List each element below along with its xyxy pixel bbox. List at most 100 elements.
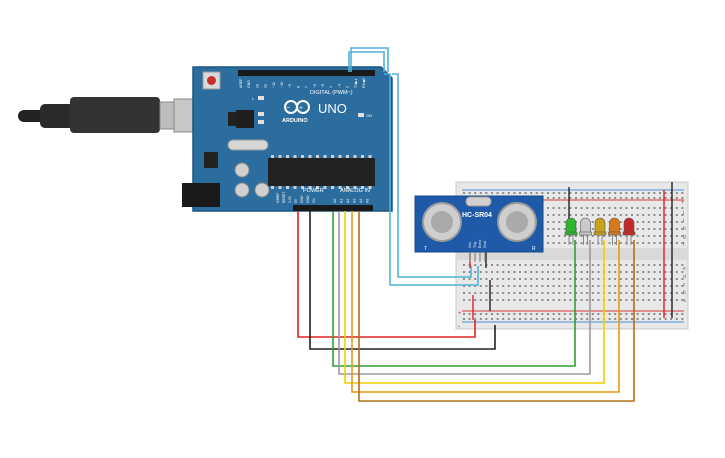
- breadboard-hole: [563, 299, 566, 301]
- breadboard-hole: [653, 214, 656, 216]
- breadboard-hole: [547, 242, 549, 244]
- breadboard-hole: [681, 278, 684, 280]
- usb-cable[interactable]: [18, 97, 203, 133]
- led-white[interactable]: [579, 217, 592, 245]
- breadboard-hole: [580, 264, 583, 266]
- breadboard-hole: [502, 292, 505, 294]
- breadboard-hole: [468, 313, 471, 315]
- breadboard-hole: [664, 285, 667, 287]
- wire-yellow-a2[interactable]: [344, 211, 605, 384]
- breadboard-hole: [591, 214, 594, 216]
- breadboard-hole: [619, 292, 622, 294]
- breadboard-hole: [608, 192, 611, 194]
- breadboard-hole: [547, 318, 549, 320]
- power-pin-label: GND: [300, 195, 304, 203]
- wire-red-5v[interactable]: [297, 211, 476, 338]
- sensor-transducer-right-inner: [506, 211, 528, 233]
- chip-pin: [338, 186, 342, 189]
- breadboard-hole: [659, 214, 661, 216]
- breadboard-hole: [547, 264, 549, 266]
- crystal: [227, 139, 269, 151]
- breadboard-hole: [575, 299, 577, 301]
- breadboard-hole: [496, 271, 499, 273]
- breadboard-hole: [479, 313, 482, 315]
- breadboard-hole: [496, 192, 499, 194]
- breadboard-hole: [541, 192, 544, 194]
- wire-cyan-echo[interactable]: [384, 73, 479, 286]
- row-letter: g: [683, 234, 686, 240]
- breadboard-hole: [519, 299, 521, 301]
- breadboard-hole: [614, 292, 617, 294]
- wire-cyan-loop-b[interactable]: [348, 51, 385, 72]
- breadboard-hole: [547, 228, 549, 230]
- breadboard-hole: [631, 299, 633, 301]
- led-yellow[interactable]: [593, 217, 607, 245]
- breadboard-hole: [468, 278, 471, 280]
- breadboard-hole: [681, 221, 684, 223]
- wire-cyan-loop-a[interactable]: [350, 47, 389, 72]
- breadboard-hole: [569, 192, 572, 194]
- breadboard-hole: [502, 318, 505, 320]
- digital-pin-label: ~9: [288, 84, 292, 88]
- breadboard-hole: [507, 285, 510, 287]
- analog-pin-label: A3: [353, 199, 357, 203]
- breadboard-hole: [575, 292, 577, 294]
- wire-brown-a4[interactable]: [358, 211, 635, 402]
- wire-gray-a1[interactable]: [338, 211, 591, 375]
- breadboard-hole: [569, 318, 572, 320]
- breadboard-hole: [619, 271, 622, 273]
- tx-led: [258, 112, 264, 116]
- chip-pin: [331, 186, 334, 189]
- breadboard-hole: [558, 313, 561, 315]
- wire-black-gnd[interactable]: [309, 211, 496, 350]
- breadboard-hole: [563, 292, 566, 294]
- breadboard-hole: [524, 192, 527, 194]
- wire-cyan-trig[interactable]: [392, 73, 472, 278]
- chip-pin: [338, 155, 342, 158]
- breadboard-hole: [502, 271, 505, 273]
- led-red[interactable]: [622, 217, 636, 245]
- chip-pin: [293, 186, 297, 189]
- led-group: [564, 217, 636, 245]
- breadboard-hole: [647, 192, 650, 194]
- breadboard-hole: [513, 192, 516, 194]
- breadboard-hole: [619, 235, 622, 237]
- breadboard-hole: [485, 192, 488, 194]
- wire-orange-a3[interactable]: [351, 211, 620, 393]
- breadboard-hole: [619, 313, 622, 315]
- breadboard-hole: [597, 299, 600, 301]
- reset-button[interactable]: [207, 76, 216, 85]
- breadboard-hole: [586, 192, 589, 194]
- breadboard-hole: [675, 192, 678, 194]
- breadboard-hole: [591, 264, 594, 266]
- breadboard-hole: [507, 192, 510, 194]
- digital-pin-label: 2: [346, 86, 350, 88]
- breadboard-hole: [608, 278, 611, 280]
- led-orange[interactable]: [608, 217, 621, 245]
- chip-pin: [271, 186, 274, 189]
- wire-green-a0[interactable]: [332, 211, 576, 367]
- breadboard-hole: [535, 278, 538, 280]
- breadboard-hole: [519, 192, 521, 194]
- breadboard-hole: [569, 264, 572, 266]
- breadboard-hole: [496, 278, 499, 280]
- led-green[interactable]: [564, 217, 578, 245]
- breadboard-hole: [681, 207, 684, 209]
- breadboard-hole: [513, 271, 516, 273]
- breadboard-hole: [502, 192, 505, 194]
- breadboard-hole: [575, 318, 577, 320]
- breadboard-hole: [614, 285, 617, 287]
- breadboard-hole: [591, 207, 594, 209]
- breadboard-hole: [631, 242, 633, 244]
- led-rim: [579, 231, 592, 236]
- l-label: L: [252, 96, 255, 101]
- breadboard-hole: [670, 285, 673, 287]
- breadboard-hole: [647, 318, 650, 320]
- breadboard-hole: [664, 242, 667, 244]
- breadboard-hole: [552, 285, 555, 287]
- breadboard-hole: [675, 278, 678, 280]
- usb-cable-boot: [40, 104, 76, 128]
